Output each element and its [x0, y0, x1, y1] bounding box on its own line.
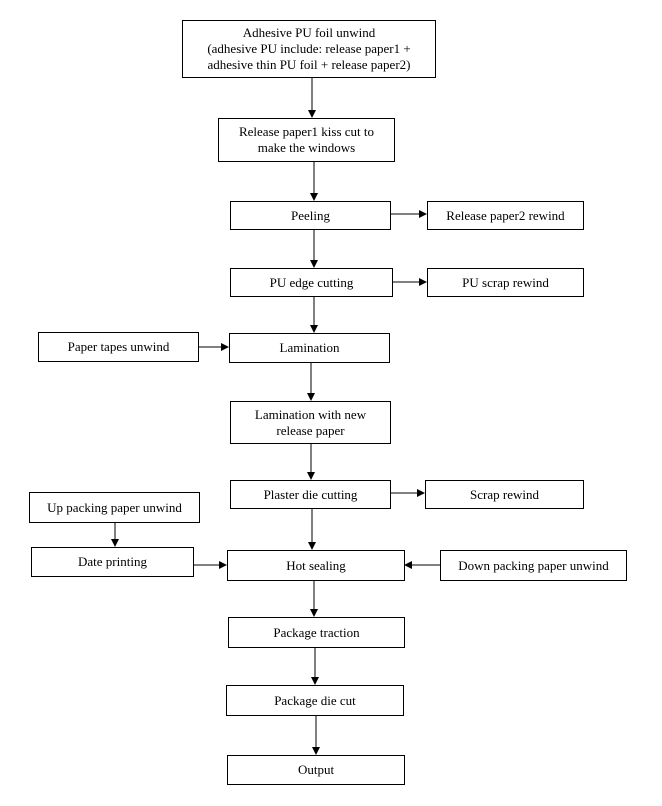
- node-package-traction: Package traction: [228, 617, 405, 648]
- node-plaster-die-cutting: Plaster die cutting: [230, 480, 391, 509]
- node-date-printing: Date printing: [31, 547, 194, 577]
- node-adhesive-pu-foil-unwind-line1: Adhesive PU foil unwind: [242, 25, 376, 40]
- node-adhesive-pu-foil-unwind-line3: adhesive thin PU foil + release paper2): [207, 57, 411, 72]
- node-paper-tapes-unwind: Paper tapes unwind: [38, 332, 199, 362]
- node-package-die-cut: Package die cut: [226, 685, 404, 716]
- node-up-packing-paper-unwind: Up packing paper unwind: [29, 492, 200, 523]
- node-lamination-new-release-paper: Lamination with new release paper: [230, 401, 391, 444]
- node-peeling: Peeling: [230, 201, 391, 230]
- node-lamination: Lamination: [229, 333, 390, 363]
- node-lamination-new-line2: release paper: [276, 422, 345, 438]
- node-kiss-cut-line2: make the windows: [257, 140, 356, 155]
- node-hot-sealing: Hot sealing: [227, 550, 405, 581]
- node-output: Output: [227, 755, 405, 785]
- node-down-packing-paper-unwind: Down packing paper unwind: [440, 550, 627, 581]
- node-kiss-cut-line1: Release paper1 kiss cut to: [238, 124, 374, 139]
- node-release-paper2-rewind: Release paper2 rewind: [427, 201, 584, 230]
- node-pu-scrap-rewind: PU scrap rewind: [427, 268, 584, 297]
- node-scrap-rewind: Scrap rewind: [425, 480, 584, 509]
- node-lamination-new-line1: Lamination with new: [254, 406, 367, 422]
- node-adhesive-pu-foil-unwind-line2: (adhesive PU include: release paper1 +: [207, 41, 411, 56]
- node-adhesive-pu-foil-unwind: Adhesive PU foil unwind (adhesive PU inc…: [182, 20, 436, 78]
- node-kiss-cut: Release paper1 kiss cut to make the wind…: [218, 118, 395, 162]
- node-pu-edge-cutting: PU edge cutting: [230, 268, 393, 297]
